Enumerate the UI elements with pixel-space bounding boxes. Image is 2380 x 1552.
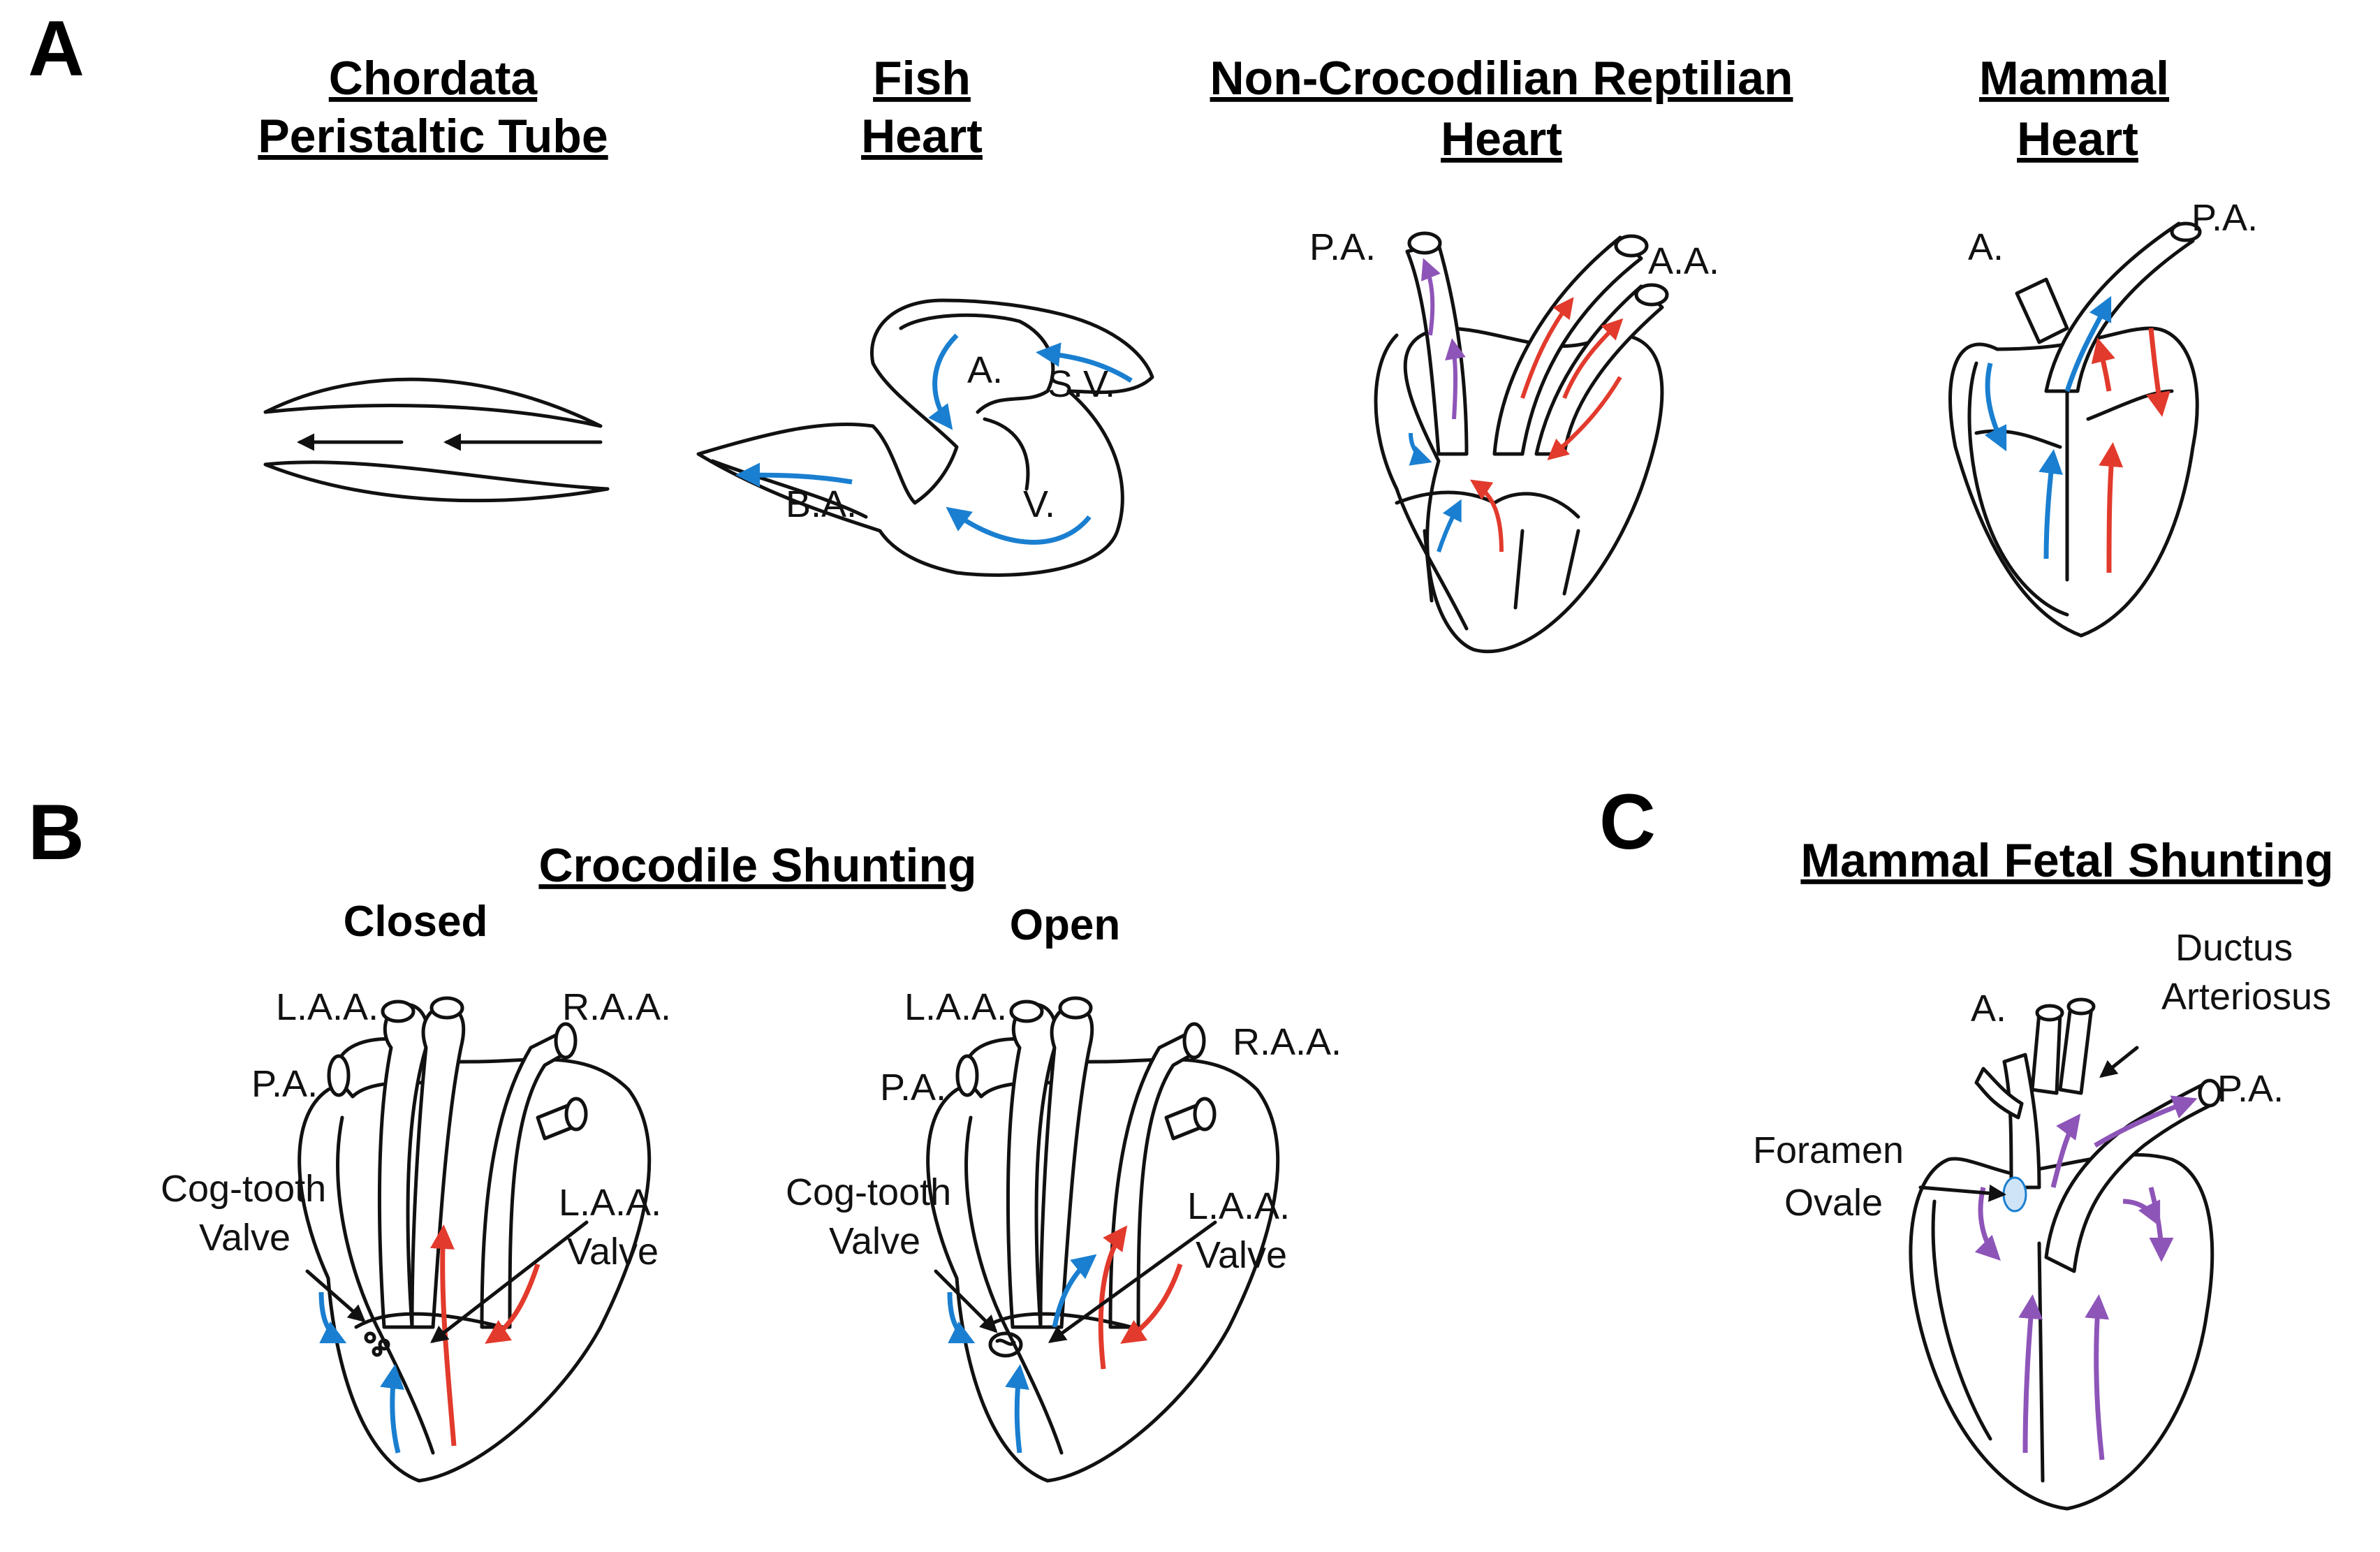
pointer-ductus-arteriosus	[2099, 1046, 2139, 1078]
label-closed-cog-tooth-1: Cog-tooth	[161, 1168, 326, 1210]
oxygenated-flow-arrow	[1120, 1263, 1183, 1344]
label-open-laa: L.A.A.	[904, 986, 1007, 1028]
label-closed-laa-valve-1: L.A.A.	[559, 1182, 661, 1224]
deoxygenated-flow-arrow	[380, 1364, 404, 1454]
mixed-flow-arrow	[1974, 1187, 2001, 1261]
subtitle-closed: Closed	[344, 898, 488, 946]
label-closed-laa: L.A.A.	[276, 986, 379, 1028]
label-closed-laa-valve-2: Valve	[567, 1231, 659, 1273]
fish-heart-illustration: A. S.V. B.A. V.	[696, 298, 1154, 577]
label-mammal-aorta: A.	[1968, 226, 2004, 268]
label-closed-raa: R.A.A.	[562, 986, 671, 1028]
deoxygenated-flow-arrow	[947, 1291, 976, 1344]
panel-letter-a: A	[28, 5, 85, 92]
label-open-laa-valve-2: Valve	[1196, 1234, 1287, 1276]
label-fetal-foramen-1: Foramen	[1753, 1129, 1904, 1171]
oxygenated-flow-arrow	[2099, 442, 2124, 573]
mammal-heart-illustration: A. P.A.	[1948, 197, 2258, 638]
label-closed-cog-tooth-2: Valve	[199, 1217, 291, 1259]
title-mammal-line2: Heart	[2017, 112, 2138, 166]
label-fetal-aorta: A.	[1971, 988, 2006, 1030]
crocodile-heart-open: L.A.A. R.A.A. P.A. Cog-tooth Valve L.A.A…	[786, 986, 1342, 1483]
title-fetal-shunting: Mammal Fetal Shunting	[1800, 834, 2333, 887]
reptile-heart-illustration: P.A. A.A.	[1309, 226, 1719, 654]
chordata-tube-illustration	[263, 377, 610, 503]
title-mammal: Mammal Heart	[1979, 52, 2169, 166]
label-reptile-pulmonary-artery: P.A.	[1309, 226, 1376, 268]
pointer-cog-tooth-valve	[934, 1269, 998, 1333]
oxygenated-flow-arrow	[1547, 376, 1622, 460]
deoxygenated-flow-arrow	[2064, 295, 2112, 393]
title-chordata: Chordata Peristaltic Tube	[258, 52, 608, 163]
pointer-laa-valve	[430, 1220, 589, 1344]
oxygenated-flow-arrow	[1098, 1225, 1128, 1370]
oxygenated-flow-arrow	[1520, 297, 1574, 399]
mixed-flow-arrow	[2148, 1187, 2174, 1262]
mixed-flow-arrow	[2050, 1113, 2081, 1188]
title-chordata-line1: Chordata	[329, 52, 538, 105]
label-fetal-foramen-2: Ovale	[1784, 1182, 1883, 1224]
label-open-raa: R.A.A.	[1233, 1021, 1342, 1063]
mixed-flow-arrow	[1420, 258, 1441, 336]
label-open-laa-valve-1: L.A.A.	[1187, 1185, 1290, 1227]
oxygenated-flow-arrow	[2146, 328, 2170, 417]
label-fetal-ductus-1: Ductus	[2175, 927, 2293, 969]
deoxygenated-flow-arrow	[1052, 1254, 1097, 1328]
deoxygenated-flow-arrow	[928, 333, 959, 430]
title-fish: Fish Heart	[861, 52, 983, 163]
label-closed-pa: P.A.	[251, 1063, 318, 1105]
oxygenated-flow-arrow	[2091, 337, 2115, 392]
title-crocodile-shunting: Crocodile Shunting	[538, 839, 976, 892]
title-reptile: Non-Crocodilian Reptilian Heart	[1210, 52, 1793, 166]
label-open-cog-tooth-2: Valve	[829, 1220, 920, 1262]
foramen-ovale-opening	[2002, 1176, 2027, 1213]
label-reptile-aortic-arch: A.A.	[1648, 240, 1719, 282]
title-mammal-line1: Mammal	[1979, 52, 2169, 105]
mixed-flow-arrow	[2085, 1294, 2110, 1461]
deoxygenated-flow-arrow	[1984, 363, 2007, 452]
title-reptile-line1: Non-Crocodilian Reptilian	[1210, 52, 1793, 105]
crocodile-heart-closed: L.A.A. R.A.A. P.A. Cog-tooth Valve L.A.A…	[161, 986, 671, 1483]
mixed-flow-arrow	[1445, 338, 1466, 420]
label-fish-bulbus-arteriosus: B.A.	[786, 483, 857, 525]
label-fish-atrium: A.	[967, 349, 1003, 391]
pointer-foramen-ovale	[1918, 1184, 2006, 1202]
pointer-laa-valve	[1048, 1220, 1217, 1343]
panel-letter-c: C	[1599, 778, 1656, 865]
mixed-flow-arrow	[2094, 1095, 2198, 1148]
title-reptile-line2: Heart	[1441, 112, 1562, 166]
deoxygenated-flow-arrow	[1409, 432, 1432, 466]
oxygenated-flow-arrow	[1562, 318, 1624, 400]
panel-letter-b: B	[28, 789, 85, 876]
oxygenated-flow-arrow	[1470, 479, 1504, 552]
deoxygenated-flow-arrow	[1005, 1364, 1029, 1454]
deoxygenated-flow-arrow	[1036, 342, 1133, 383]
deoxygenated-flow-arrow	[735, 462, 853, 488]
fetal-heart-illustration: A. P.A. Ductus Arteriosus Foramen Ovale	[1753, 927, 2331, 1511]
oxygenated-flow-arrow	[485, 1263, 541, 1344]
deoxygenated-flow-arrow	[1437, 499, 1462, 552]
label-fish-ventricle: V.	[1023, 483, 1055, 525]
label-open-pa: P.A.	[880, 1067, 946, 1108]
label-fetal-pulmonary-artery: P.A.	[2217, 1068, 2284, 1110]
title-fish-line1: Fish	[873, 52, 971, 105]
mixed-flow-arrow	[2018, 1294, 2043, 1454]
pointer-cog-tooth-valve	[305, 1269, 366, 1323]
label-mammal-pulmonary-artery: P.A.	[2191, 197, 2258, 239]
label-fish-sinus-venosus: S.V.	[1048, 363, 1115, 405]
deoxygenated-flow-arrow	[318, 1291, 347, 1344]
title-chordata-line2: Peristaltic Tube	[258, 110, 608, 163]
subtitle-open: Open	[1010, 901, 1120, 949]
title-fish-line2: Heart	[861, 110, 983, 163]
label-fetal-ductus-2: Arteriosus	[2161, 976, 2331, 1018]
deoxygenated-flow-arrow	[946, 506, 1092, 545]
deoxygenated-flow-arrow	[2039, 449, 2063, 559]
label-open-cog-tooth-1: Cog-tooth	[786, 1171, 951, 1213]
